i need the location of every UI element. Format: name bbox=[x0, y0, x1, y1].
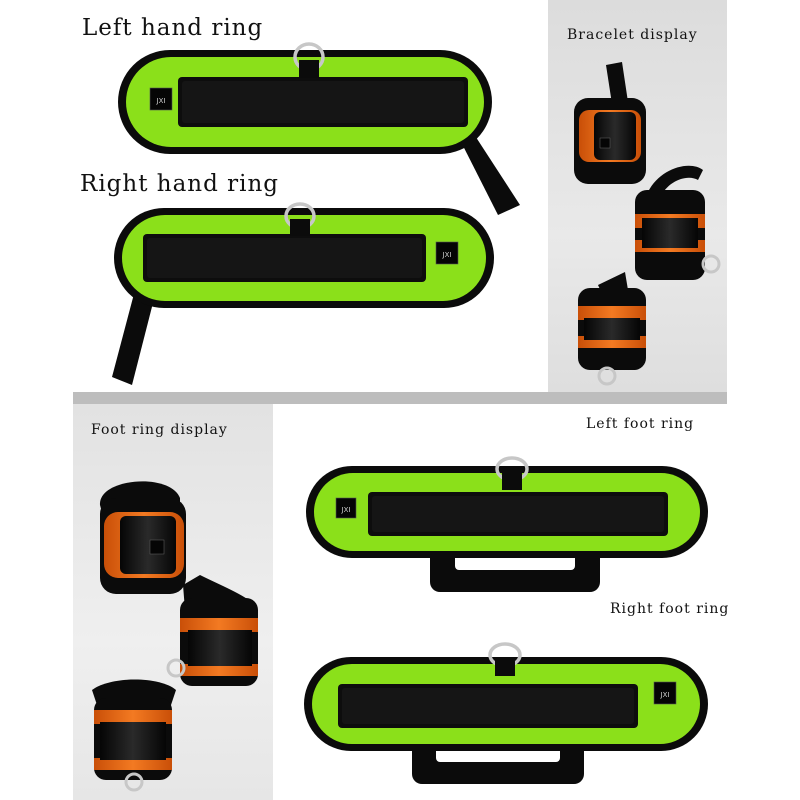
wrist-cuff bbox=[574, 62, 646, 184]
ankle-cuff bbox=[99, 481, 186, 594]
caption-left-hand-ring: Left hand ring bbox=[82, 15, 264, 41]
caption-right-hand-ring: Right hand ring bbox=[80, 171, 280, 197]
right-hand-ring: JXI bbox=[112, 202, 494, 385]
caption-foot-ring-display: Foot ring display bbox=[91, 422, 228, 438]
caption-bracelet-display: Bracelet display bbox=[567, 27, 698, 43]
wrist-cuff bbox=[578, 272, 646, 386]
foot-display-photo bbox=[92, 481, 258, 792]
left-foot-ring: JXI bbox=[306, 456, 708, 592]
panel-divider bbox=[73, 392, 727, 404]
caption-right-foot-ring: Right foot ring bbox=[610, 601, 730, 617]
brand-label: JXI bbox=[442, 251, 452, 259]
brand-label: JXI bbox=[660, 691, 670, 699]
caption-left-foot-ring: Left foot ring bbox=[586, 416, 695, 432]
hand-strap-tail bbox=[455, 128, 520, 215]
hand-strap-tail bbox=[112, 290, 155, 385]
right-foot-ring: JXI bbox=[304, 642, 708, 784]
brand-logo-icon bbox=[149, 87, 173, 111]
ankle-cuff bbox=[166, 575, 258, 686]
brand-logo-icon bbox=[435, 241, 459, 265]
left-hand-ring: JXI bbox=[118, 42, 520, 215]
bracelet-display-photo bbox=[574, 62, 721, 386]
brand-logo-icon bbox=[335, 497, 357, 519]
brand-logo-icon bbox=[653, 681, 677, 705]
brand-label: JXI bbox=[341, 506, 351, 514]
ankle-cuff bbox=[92, 679, 176, 792]
brand-label: JXI bbox=[156, 97, 166, 105]
wrist-cuff bbox=[635, 165, 721, 280]
